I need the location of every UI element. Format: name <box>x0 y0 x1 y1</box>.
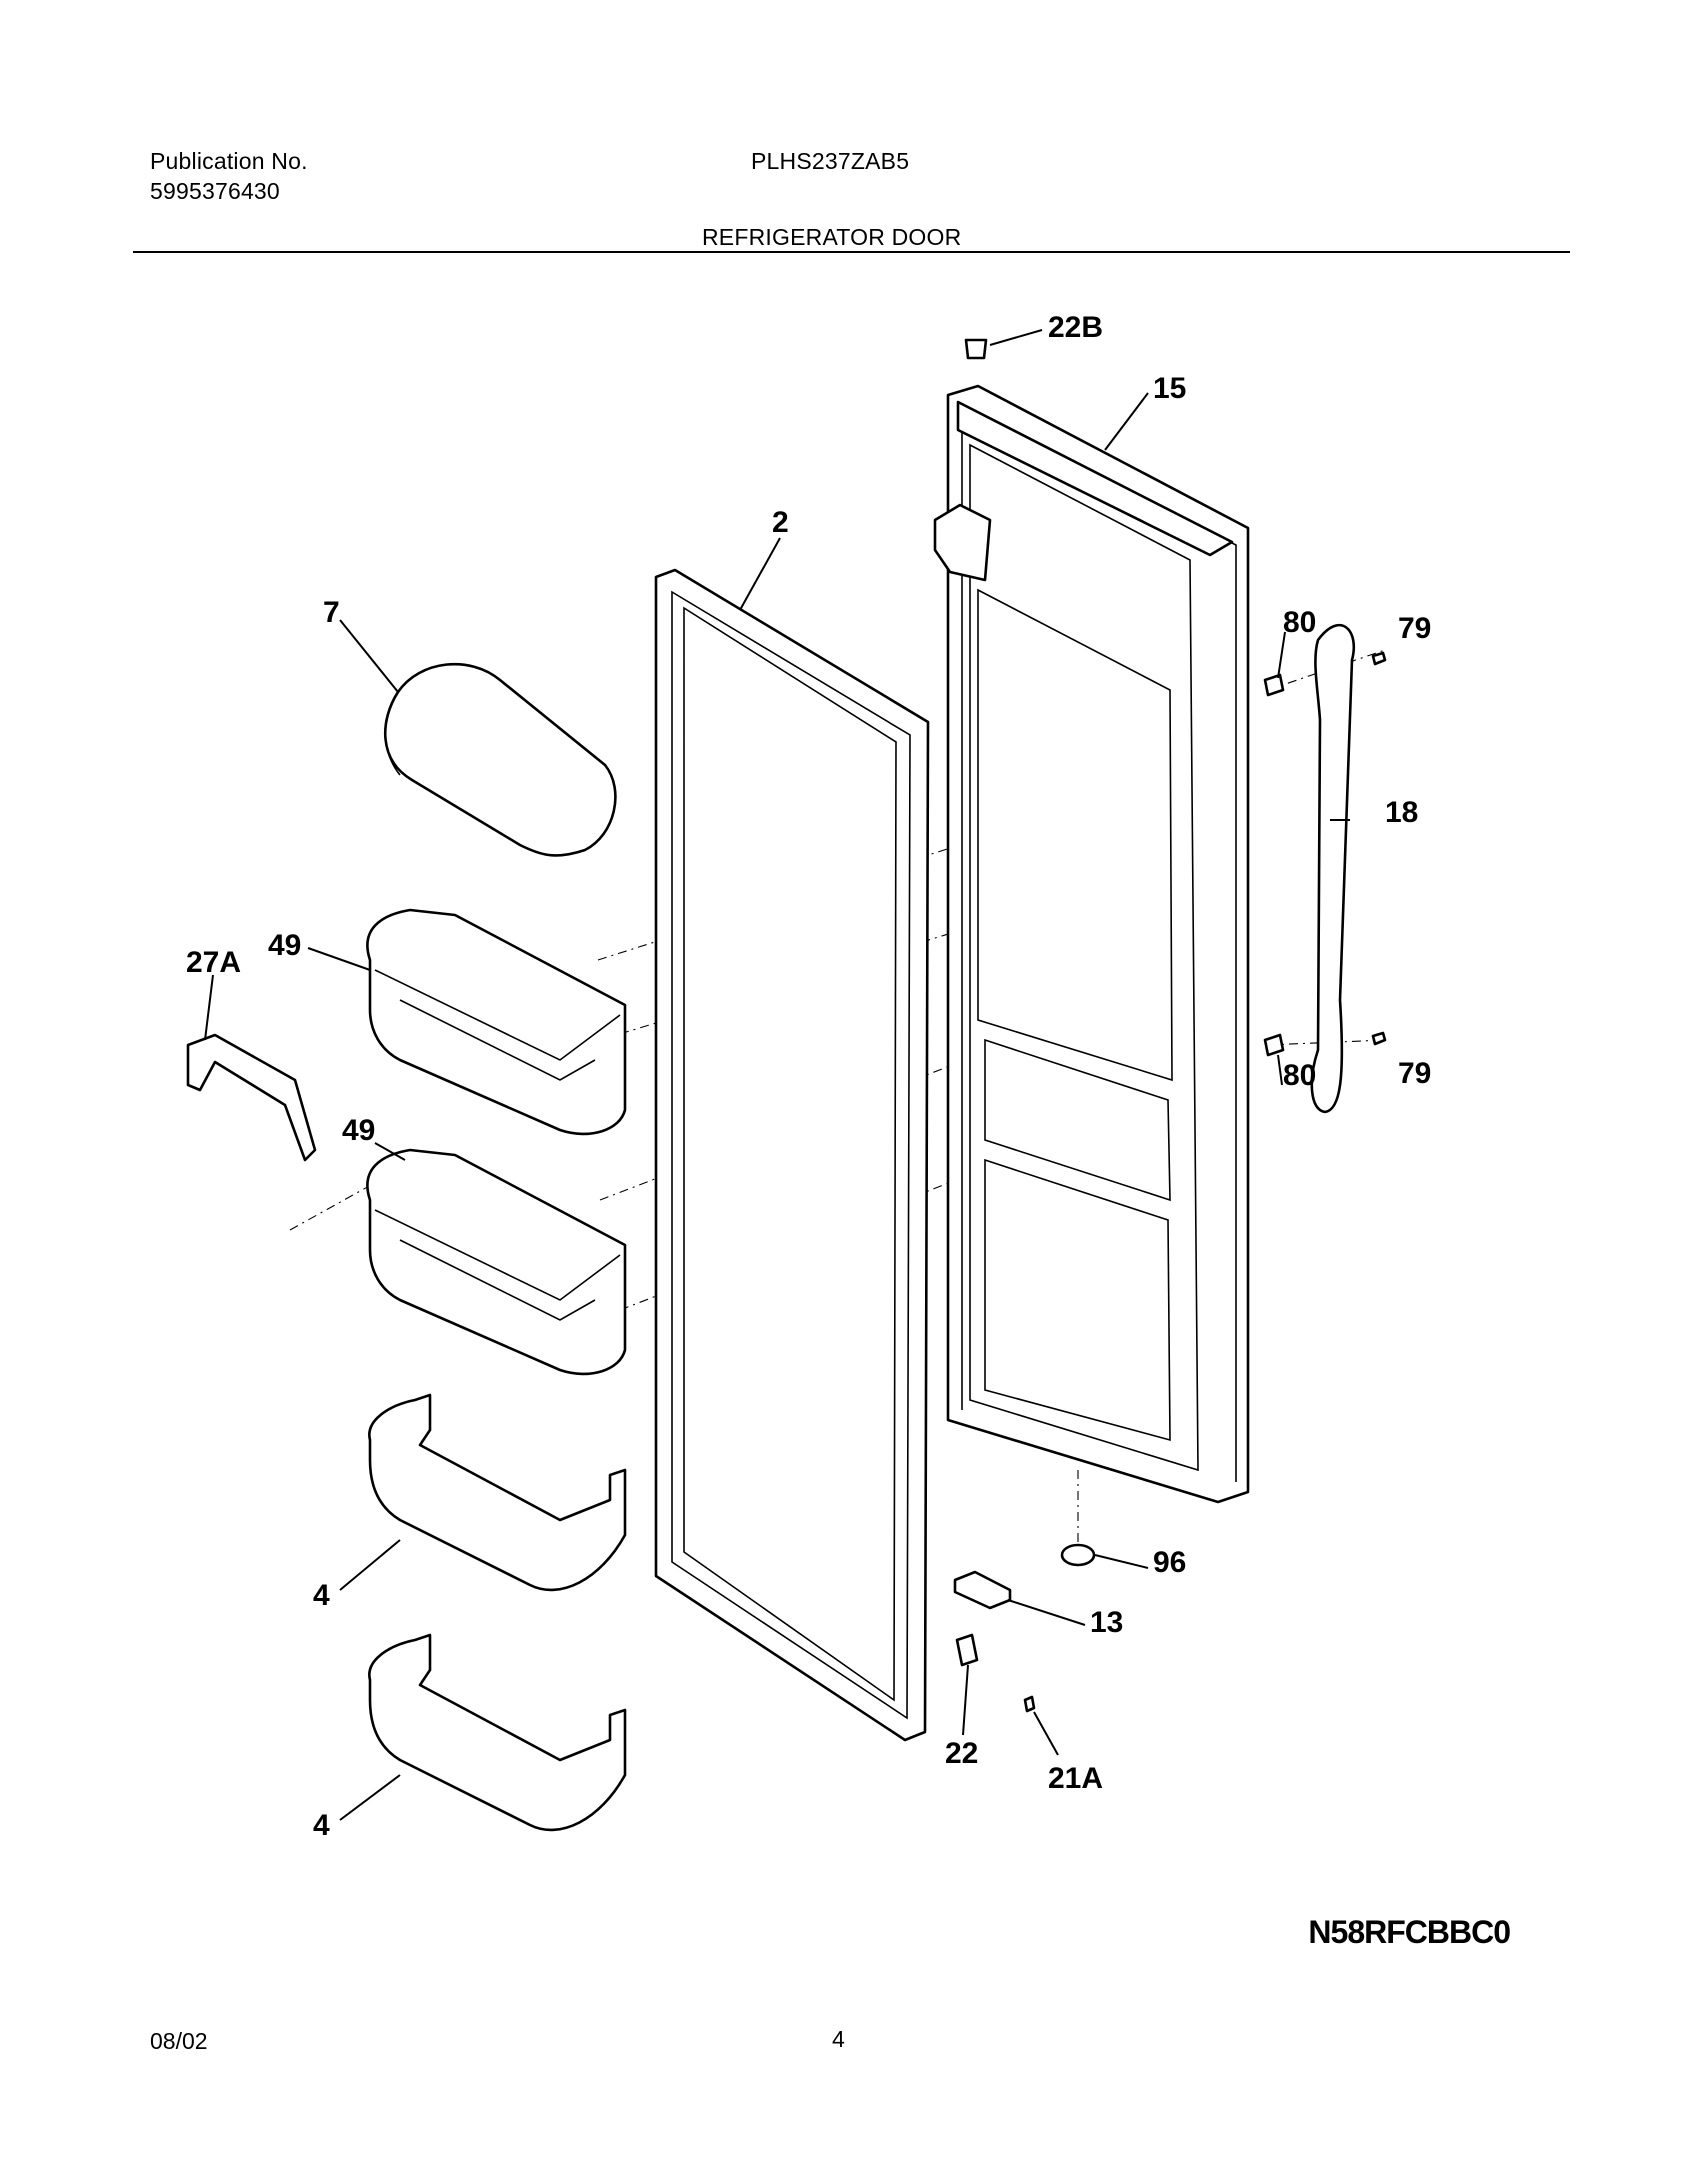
part-hinge-13 <box>953 1570 1012 1610</box>
footer-date: 08/02 <box>150 2028 208 2054</box>
callout-79-lower: 79 <box>1398 1057 1431 1090</box>
drawing-code: N58RFCBBC0 <box>1308 1914 1511 1950</box>
part-screw-79-upper <box>1371 651 1387 666</box>
callout-21a: 21A <box>1048 1762 1103 1795</box>
part-door-bin-lower <box>366 1148 627 1376</box>
callout-79-upper: 79 <box>1398 612 1431 645</box>
callout-15: 15 <box>1153 372 1186 405</box>
part-cam-96 <box>1060 1543 1096 1567</box>
part-door-bin-upper <box>366 908 627 1136</box>
part-hinge-cap-22b <box>964 338 988 360</box>
callout-22b: 22B <box>1048 311 1103 344</box>
callout-27a: 27A <box>186 946 241 979</box>
part-door-gasket <box>654 568 930 1742</box>
callout-80-lower: 80 <box>1283 1059 1316 1092</box>
part-screw-80-upper <box>1263 673 1285 697</box>
callout-80-upper: 80 <box>1283 606 1316 639</box>
leader-lines <box>204 329 1350 1821</box>
part-screw-79-lower <box>1371 1031 1387 1046</box>
callout-49-upper: 49 <box>268 929 301 962</box>
header-rule <box>133 251 1570 253</box>
part-door-panel <box>933 384 1250 1504</box>
callout-4-upper: 4 <box>313 1579 330 1612</box>
section-title: REFRIGERATOR DOOR <box>702 224 962 250</box>
publication-label: Publication No. <box>150 148 308 174</box>
callout-49-lower: 49 <box>342 1114 375 1147</box>
callout-96: 96 <box>1153 1546 1186 1579</box>
part-door-shelf-upper <box>368 1393 627 1592</box>
callout-4-lower: 4 <box>313 1809 330 1842</box>
callout-18: 18 <box>1385 796 1418 829</box>
part-screw-21a <box>1023 1695 1036 1713</box>
callout-22: 22 <box>945 1737 978 1770</box>
part-dairy-door <box>383 662 617 857</box>
part-door-shelf-lower <box>368 1633 627 1832</box>
part-bushing-22 <box>955 1633 979 1667</box>
callout-13: 13 <box>1090 1606 1123 1639</box>
callout-7: 7 <box>323 596 340 629</box>
model-number: PLHS237ZAB5 <box>751 148 910 174</box>
part-bin-divider <box>186 1033 317 1162</box>
callout-2: 2 <box>772 506 789 539</box>
part-door-handle <box>1310 624 1355 1114</box>
part-screw-80-lower <box>1263 1033 1285 1057</box>
publication-number: 5995376430 <box>150 178 280 204</box>
footer-page-number: 4 <box>832 2026 845 2052</box>
